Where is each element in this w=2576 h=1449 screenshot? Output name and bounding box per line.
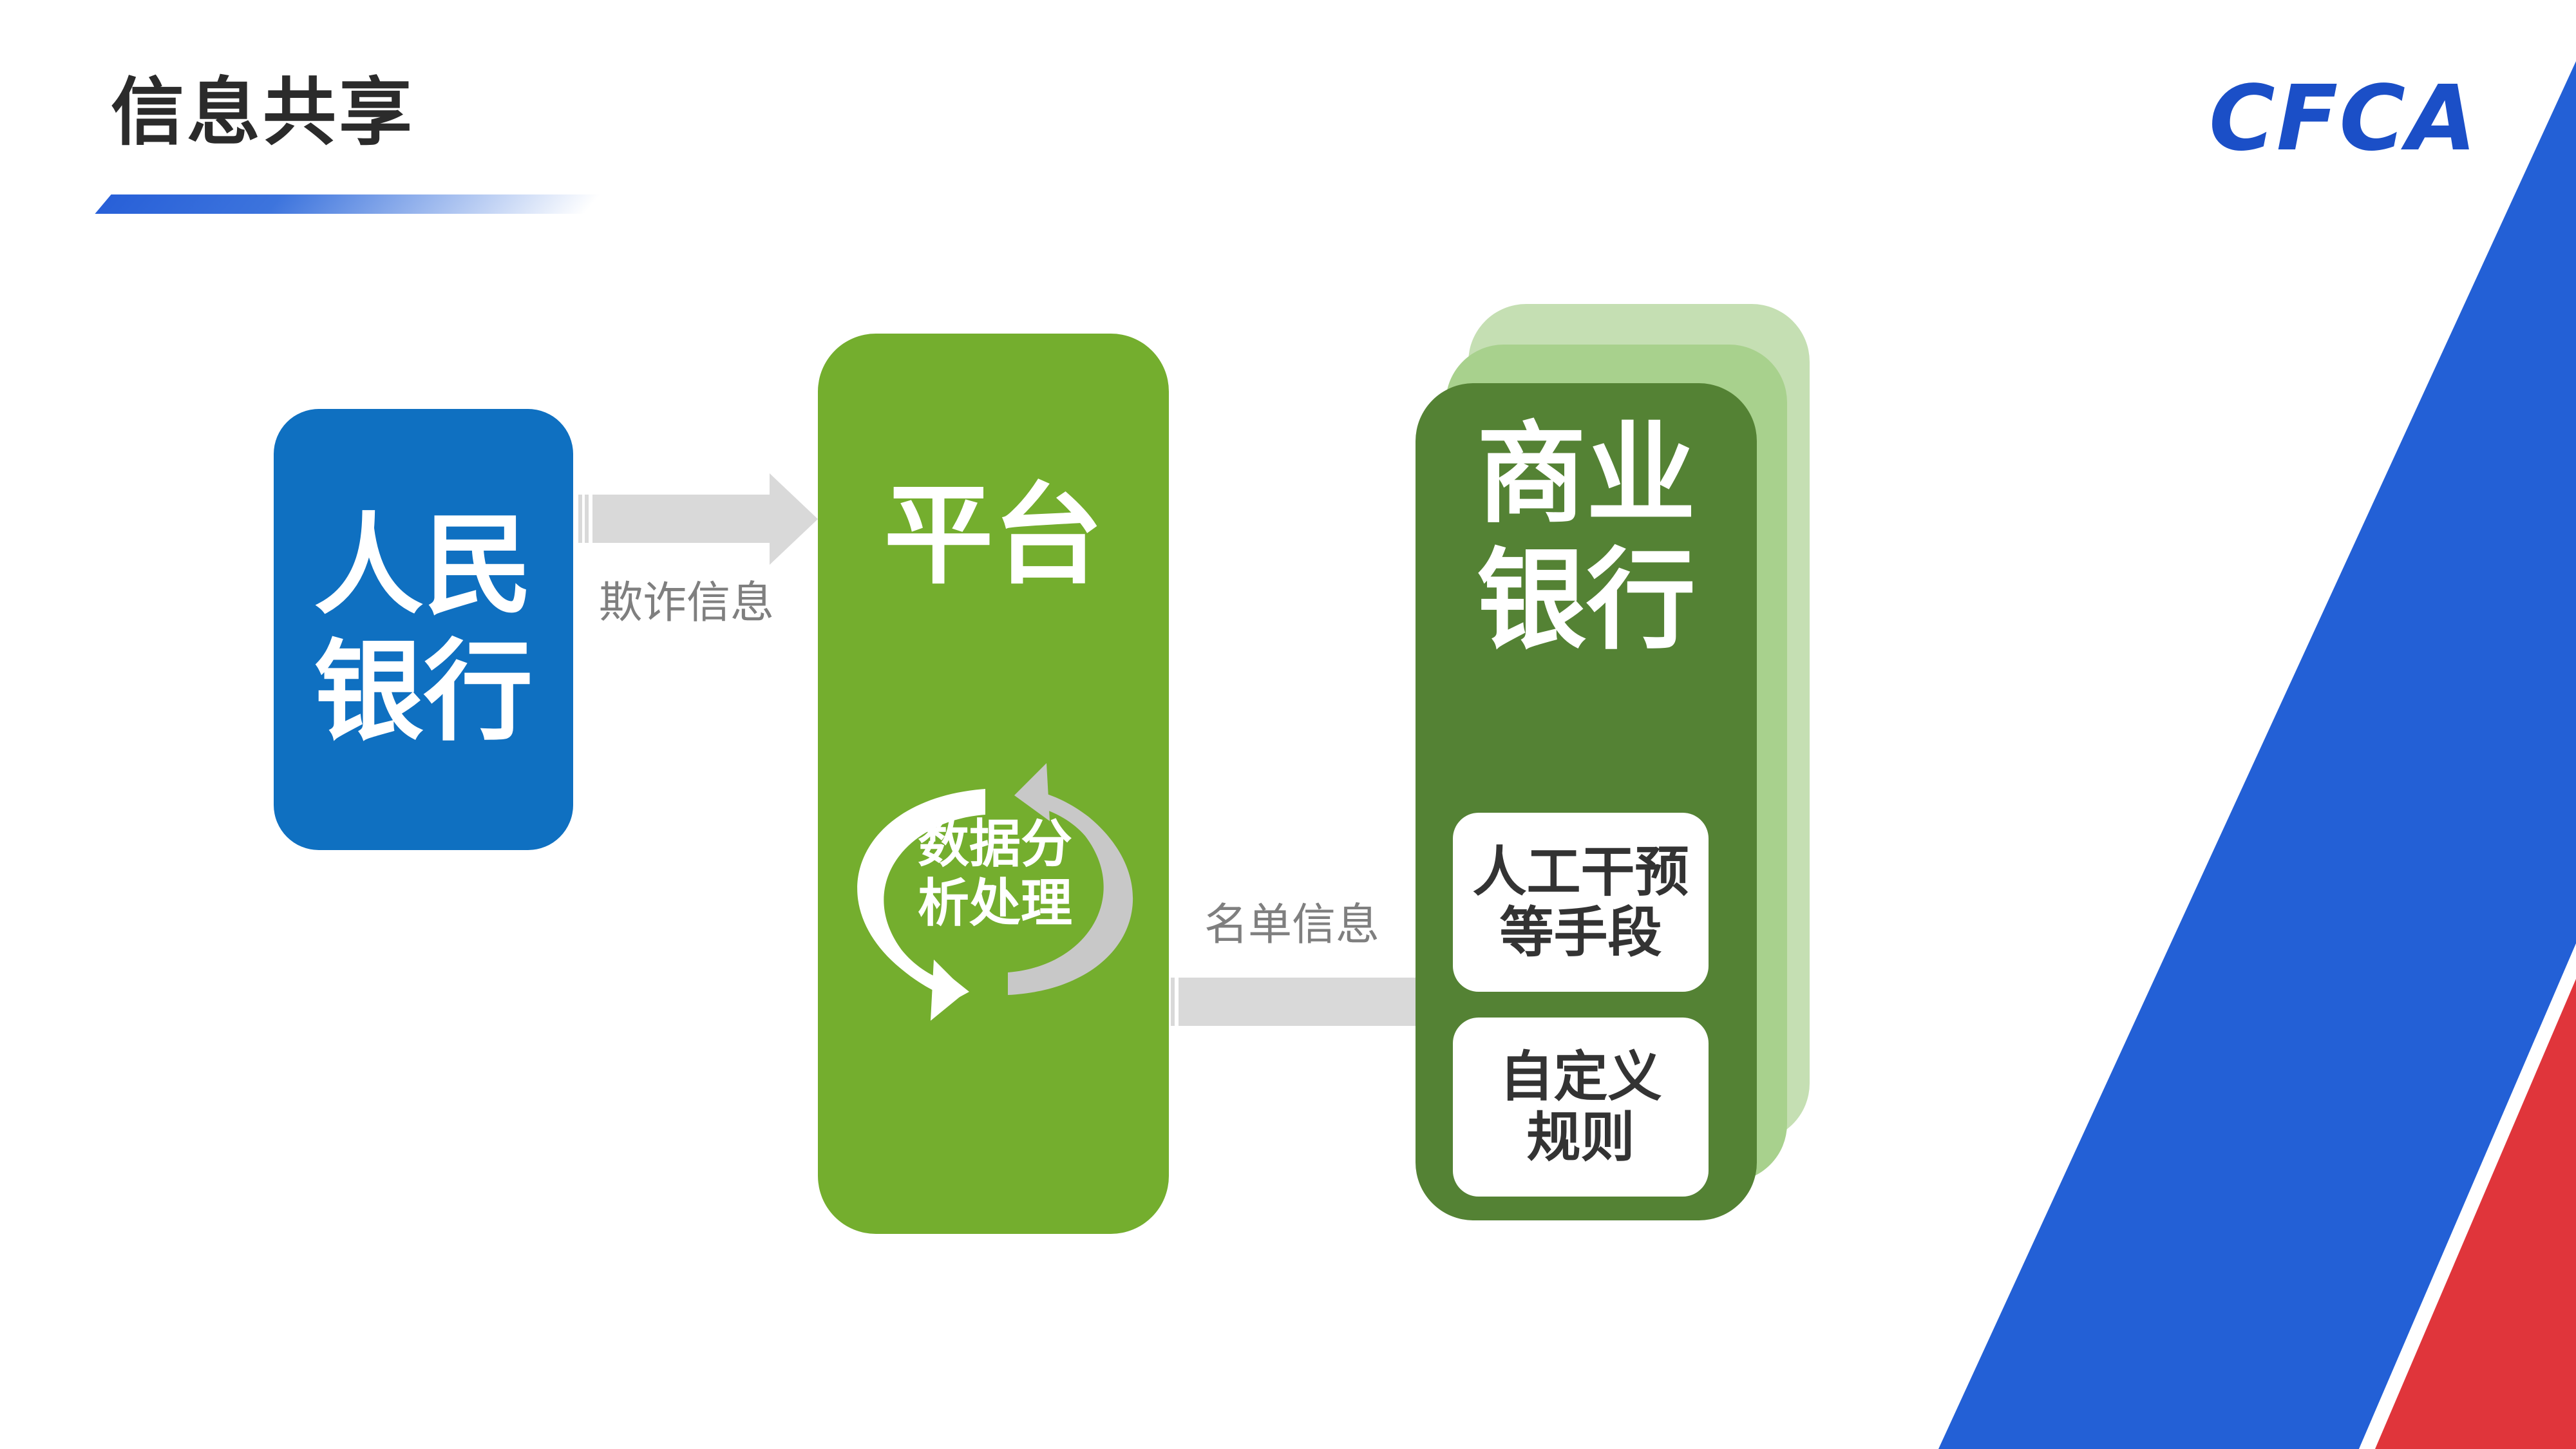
- pboc-label: 人民 银行: [314, 502, 533, 756]
- red-stripe: [2375, 979, 2576, 1449]
- cfca-logo: CFCA: [2209, 66, 2478, 171]
- cycle-left-head-fill: [931, 960, 966, 1021]
- manual-intervention-card: 人工干预 等手段: [1453, 813, 1709, 992]
- custom-rules-card: 自定义 规则: [1453, 1018, 1709, 1197]
- cycle-left-arc: [857, 789, 985, 998]
- data-analysis-label: 数据分 析处理: [918, 814, 1072, 933]
- fraud-info-label: 欺诈信息: [599, 578, 775, 629]
- commercial-bank-label: 商业 银行: [1476, 411, 1696, 665]
- cycle-right-arc: [1008, 791, 1133, 995]
- arrow-tail-line: [585, 495, 589, 543]
- cycle-right-head: [1014, 763, 1050, 821]
- arrow-pboc-to-platform: [578, 473, 818, 565]
- arrow-tail-line: [578, 495, 582, 543]
- platform-node: [818, 334, 1169, 1234]
- arrow-shaft: [1179, 978, 1443, 1026]
- list-info-label: 名单信息: [1204, 900, 1380, 951]
- arrow-shaft: [592, 495, 773, 543]
- blue-stripe: [1938, 61, 2576, 1449]
- platform-label: 平台: [884, 472, 1103, 600]
- page-title: 信息共享: [111, 70, 415, 155]
- arrow-head: [770, 473, 818, 565]
- white-gap-stripe: [2359, 943, 2576, 1449]
- arrow-tail-line: [1171, 978, 1175, 1026]
- pboc-node: 人民 银行: [274, 409, 573, 850]
